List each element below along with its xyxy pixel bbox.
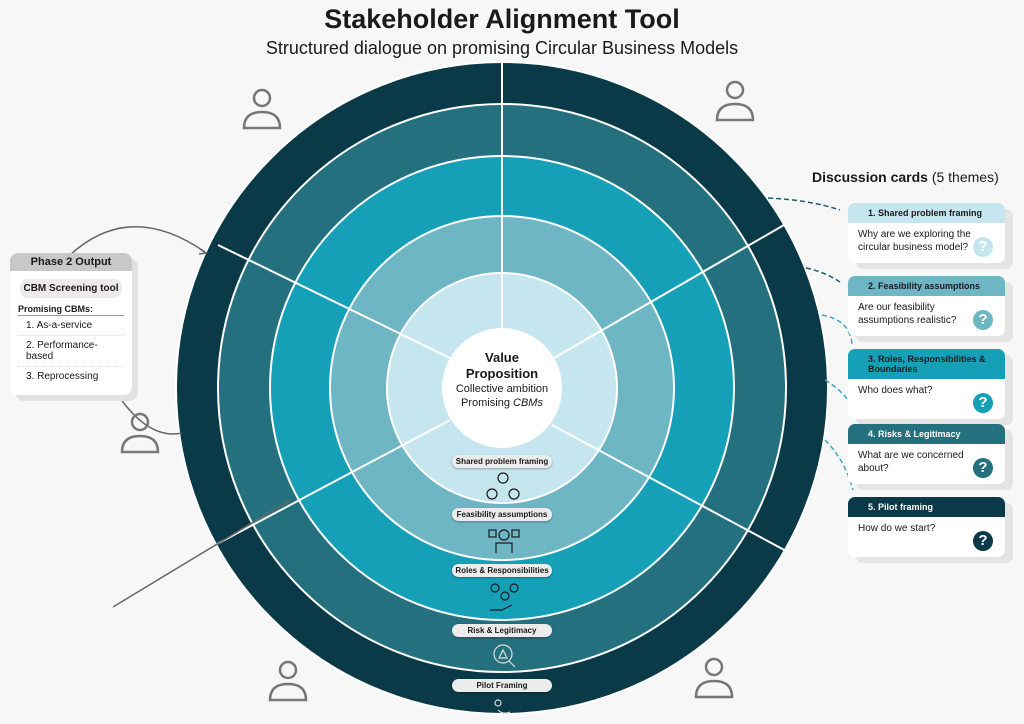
center-line-1: Collective ambition (455, 383, 549, 395)
discussion-card-3[interactable]: 3. Roles, Responsibilities & Boundaries … (848, 349, 1005, 419)
list-item: 3. Reprocessing (26, 371, 99, 382)
stakeholder-person-icon (120, 412, 160, 454)
value-proposition-core (442, 328, 562, 448)
ring-label-pilot-framing: Pilot Framing (452, 679, 552, 692)
phase2-header: Phase 2 Output (10, 253, 132, 271)
ring-label-shared-problem-framing: Shared problem framing (452, 455, 552, 468)
discussion-cards-title: Discussion cards (5 themes) (812, 169, 999, 185)
card-body: Who does what? ? (848, 379, 1005, 419)
question-mark-icon: ? (973, 458, 993, 478)
center-title-1: Value (485, 350, 519, 365)
card-question: How do we start? (858, 523, 936, 534)
discussion-card-5[interactable]: 5. Pilot framing How do we start? ? (848, 497, 1005, 557)
card-header: 5. Pilot framing (848, 497, 1005, 517)
discussion-card-1[interactable]: 1. Shared problem framing Why are we exp… (848, 203, 1005, 263)
connector-arrows (69, 226, 291, 608)
question-mark-icon: ? (973, 393, 993, 413)
card-body: What are we concerned about? ? (848, 444, 1005, 484)
card-question: What are we concerned about? (858, 450, 964, 474)
page-title: Stakeholder Alignment Tool (324, 4, 680, 34)
question-mark-icon: ? (973, 310, 993, 330)
card-body: How do we start? ? (848, 517, 1005, 557)
card-header: 4. Risks & Legitimacy (848, 424, 1005, 444)
card-body: Why are we exploring the circular busine… (848, 223, 1005, 263)
discussion-card-2[interactable]: 2. Feasibility assumptions Are our feasi… (848, 276, 1005, 336)
card-question: Who does what? (858, 385, 933, 396)
person-weighing-options-icon (488, 529, 520, 553)
center-title-2: Proposition (465, 366, 539, 381)
card-question: Are our feasibility assumptions realisti… (858, 302, 957, 326)
discussion-card-4[interactable]: 4. Risks & Legitimacy What are we concer… (848, 424, 1005, 484)
question-mark-icon: ? (973, 531, 993, 551)
question-mark-icon: ? (973, 237, 993, 257)
stakeholder-person-icon (694, 657, 734, 699)
card-question: Why are we exploring the circular busine… (858, 229, 971, 253)
card-header: 1. Shared problem framing (848, 203, 1005, 223)
list-item: 1. As-a-service (18, 316, 124, 336)
cbm-screening-tool-badge: CBM Screening tool (20, 279, 122, 298)
card-header: 3. Roles, Responsibilities & Boundaries (848, 349, 1005, 379)
stakeholder-person-icon (715, 80, 755, 122)
list-item: 2. Performance-based (18, 336, 124, 367)
wheel-spokes (214, 62, 789, 553)
warning-magnifier-icon (493, 644, 516, 668)
route-person-icon (494, 699, 511, 714)
group-cycle-icon (486, 472, 520, 500)
card-header: 2. Feasibility assumptions (848, 276, 1005, 296)
stakeholder-person-icon (268, 660, 308, 702)
ring-label-feasibility-assumptions: Feasibility assumptions (452, 508, 552, 521)
value-proposition: Value Proposition Collective ambition Pr… (442, 350, 562, 410)
stakeholder-person-icon (242, 88, 282, 130)
phase2-output-panel: Phase 2 Output CBM Screening tool Promis… (10, 253, 132, 395)
card-body: Are our feasibility assumptions realisti… (848, 296, 1005, 336)
ring-label-roles-responsibilities: Roles & Responsibilities (452, 564, 552, 577)
promising-cbms-title: Promising CBMs: (18, 304, 124, 316)
center-line-2: Promising CBMs (461, 397, 543, 409)
ring-label-risk-legitimacy: Risk & Legitimacy (452, 624, 552, 637)
team-in-hand-icon (490, 583, 519, 611)
page-subtitle: Structured dialogue on promising Circula… (265, 38, 739, 58)
